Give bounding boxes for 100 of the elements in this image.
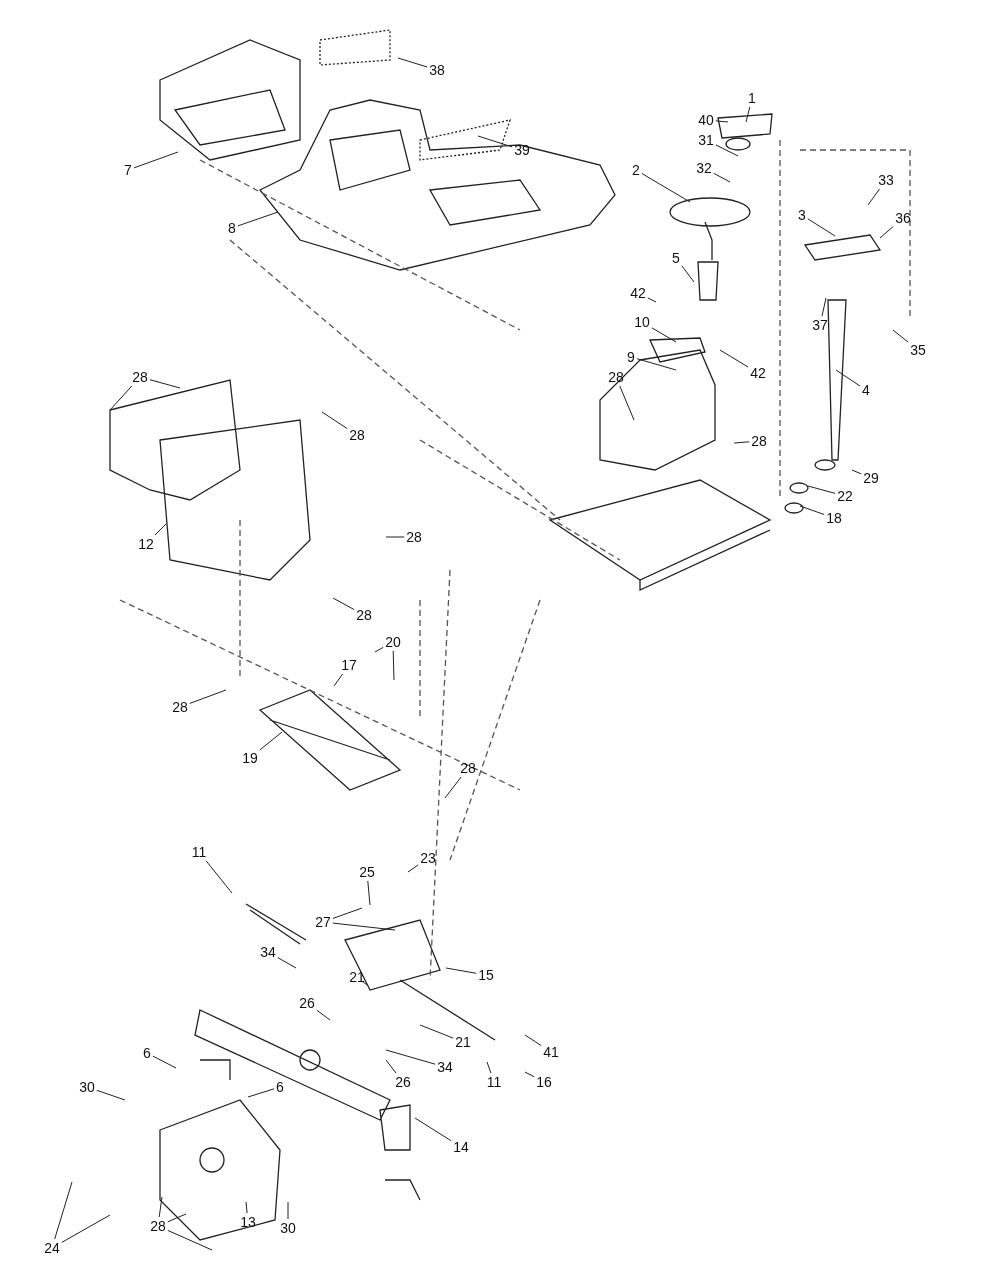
leader-line <box>154 523 167 536</box>
leader-line <box>445 967 477 974</box>
callout-number: 39 <box>513 142 531 158</box>
callout-number: 28 <box>405 529 423 545</box>
callout-number: 15 <box>477 967 495 983</box>
callout-number: 6 <box>142 1045 152 1061</box>
callout-number: 30 <box>279 1220 297 1236</box>
callout-number: 28 <box>131 369 149 385</box>
leader-line <box>367 880 371 906</box>
leader-line <box>524 1034 542 1047</box>
callout-number: 21 <box>454 1034 472 1050</box>
leader-line <box>167 1229 213 1251</box>
leader-line <box>385 1059 397 1074</box>
leader-line <box>205 860 233 894</box>
leader-line <box>733 441 750 444</box>
callout-number: 22 <box>836 488 854 504</box>
leader-line <box>54 1181 73 1240</box>
leader-line <box>392 650 395 681</box>
leader-line <box>619 385 635 421</box>
callout-number: 24 <box>43 1240 61 1256</box>
callout-number: 42 <box>749 365 767 381</box>
callout-number: 30 <box>78 1079 96 1095</box>
callout-number: 28 <box>149 1218 167 1234</box>
callout-number: 14 <box>452 1139 470 1155</box>
leader-line <box>419 1024 454 1039</box>
callout-number: 40 <box>697 112 715 128</box>
callout-number: 2 <box>631 162 641 178</box>
leader-line <box>332 597 355 611</box>
leader-line <box>133 151 179 169</box>
leader-line <box>316 1009 331 1021</box>
callout-number: 26 <box>298 995 316 1011</box>
callout-number: 4 <box>861 382 871 398</box>
callout-number: 34 <box>436 1059 454 1075</box>
leader-line <box>719 349 749 368</box>
leader-line <box>96 1089 126 1101</box>
leader-line <box>167 1213 187 1223</box>
callout-number: 37 <box>811 317 829 333</box>
leader-line <box>647 297 657 303</box>
leader-line <box>807 485 836 494</box>
leader-line <box>361 980 368 986</box>
callout-number: 41 <box>542 1044 560 1060</box>
callout-number: 23 <box>419 850 437 866</box>
callout-number: 7 <box>123 162 133 178</box>
callout-number: 18 <box>825 510 843 526</box>
leader-line <box>321 411 348 430</box>
leader-line <box>333 673 344 687</box>
callout-number: 32 <box>695 160 713 176</box>
leader-line <box>867 188 880 206</box>
leader-line <box>799 505 825 515</box>
callout-number: 27 <box>314 914 332 930</box>
callout-number: 21 <box>348 969 366 985</box>
callout-number: 13 <box>239 1214 257 1230</box>
leader-line <box>715 144 739 157</box>
callout-number: 8 <box>227 220 237 236</box>
callout-number: 28 <box>459 760 477 776</box>
callout-number: 11 <box>485 1074 503 1090</box>
callout-number: 6 <box>275 1079 285 1095</box>
leader-line <box>745 106 751 123</box>
callout-number: 1 <box>747 90 757 106</box>
leader-line <box>414 1117 452 1142</box>
callout-number: 28 <box>355 607 373 623</box>
leader-line <box>713 172 731 183</box>
callout-number: 16 <box>535 1074 553 1090</box>
callout-number: 29 <box>862 470 880 486</box>
leader-line <box>374 646 384 653</box>
callout-number: 9 <box>626 349 636 365</box>
leader-line <box>486 1061 492 1074</box>
leader-line <box>189 689 227 704</box>
leader-line <box>385 536 405 538</box>
leader-line <box>636 358 677 371</box>
leader-line <box>385 1049 436 1065</box>
leader-line <box>477 135 513 148</box>
callout-number: 38 <box>428 62 446 78</box>
leader-line <box>835 369 861 387</box>
leader-line <box>715 120 729 123</box>
callout-number: 33 <box>877 172 895 188</box>
callout-number: 10 <box>633 314 651 330</box>
callout-number: 42 <box>629 285 647 301</box>
callout-number: 34 <box>259 944 277 960</box>
leader-line <box>332 907 363 919</box>
leader-line <box>61 1214 111 1243</box>
leader-line <box>407 864 419 873</box>
callout-number: 19 <box>241 750 259 766</box>
callout-number: 12 <box>137 536 155 552</box>
callout-number: 28 <box>171 699 189 715</box>
leader-line <box>277 957 297 969</box>
leader-line <box>109 385 133 411</box>
callout-number: 28 <box>607 369 625 385</box>
leader-line <box>245 1201 248 1214</box>
leader-line <box>444 776 462 799</box>
leader-line <box>524 1071 535 1078</box>
leader-line <box>851 469 862 475</box>
leader-line <box>807 218 836 237</box>
callout-number: 36 <box>894 210 912 226</box>
leader-line <box>237 211 279 227</box>
callout-number: 17 <box>340 657 358 673</box>
callout-number: 3 <box>797 207 807 223</box>
leader-line <box>158 1196 163 1218</box>
leader-line <box>397 57 428 68</box>
callout-number: 28 <box>750 433 768 449</box>
